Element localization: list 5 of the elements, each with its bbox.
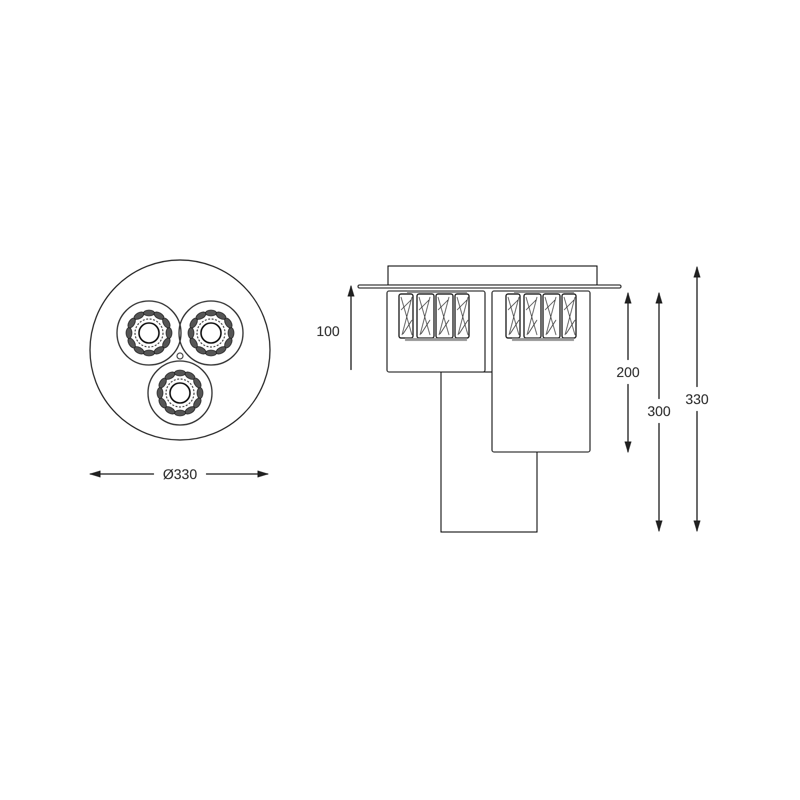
dimension-label: 330 — [685, 392, 709, 406]
dimension-label: 100 — [316, 324, 340, 338]
dimension-label: 300 — [647, 404, 671, 418]
dimension-label: 200 — [616, 365, 640, 379]
dimension-label: Ø330 — [162, 467, 198, 481]
